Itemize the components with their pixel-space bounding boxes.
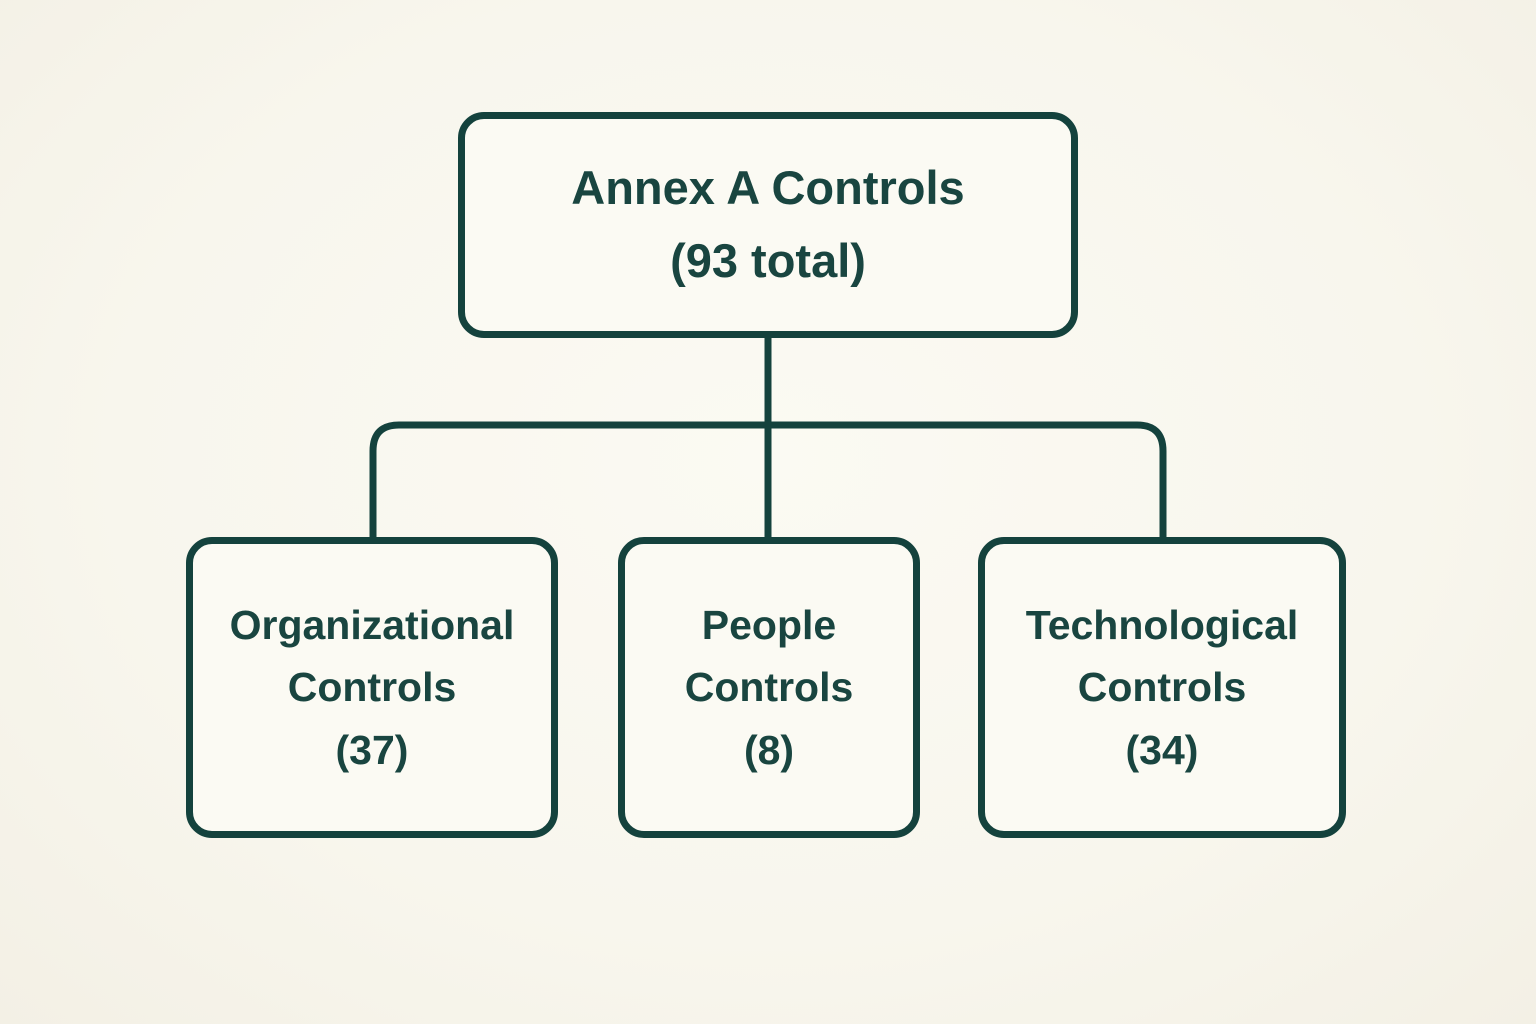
node-title: Annex A Controls — [571, 161, 965, 215]
node-title: People Controls — [684, 602, 854, 711]
node-count: (93 total) — [670, 234, 866, 287]
node-organizational-controls: Organizational Controls (37) — [186, 537, 558, 838]
node-people-controls: People Controls (8) — [618, 537, 920, 838]
node-technological-controls: Technological Controls (34) — [978, 537, 1346, 838]
node-title: Organizational Controls — [229, 602, 515, 711]
node-annex-a-controls: Annex A Controls (93 total) — [458, 112, 1078, 338]
node-count: (8) — [743, 726, 795, 773]
node-title: Technological Controls — [1025, 602, 1299, 711]
node-count: (37) — [335, 726, 409, 773]
node-count: (34) — [1125, 726, 1199, 773]
